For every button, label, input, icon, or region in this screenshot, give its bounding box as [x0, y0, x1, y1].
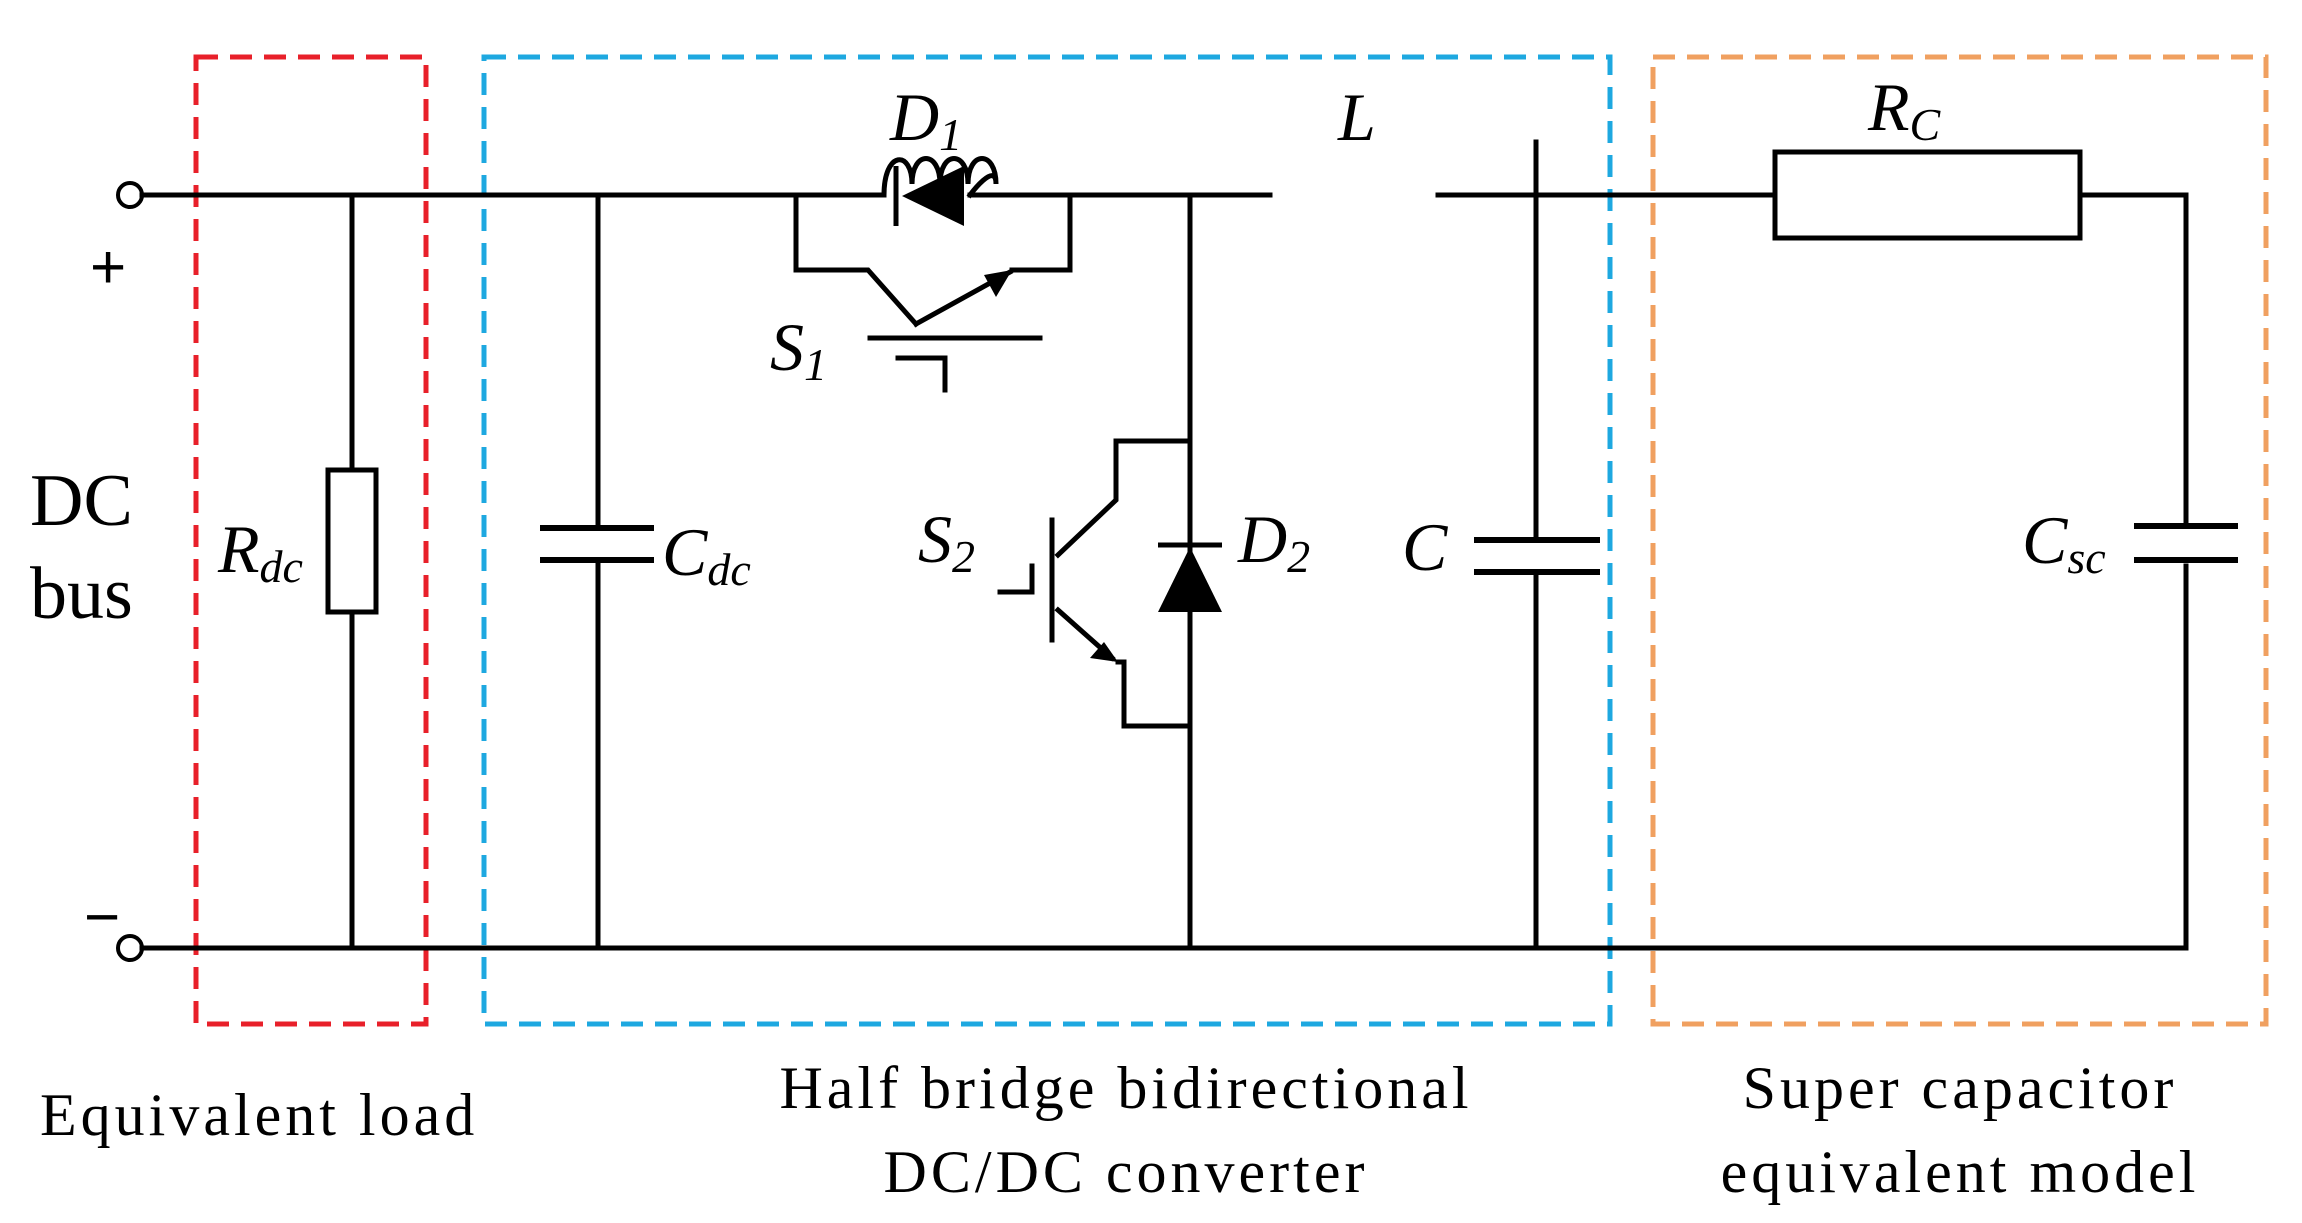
r-dc-label: Rdc [217, 511, 303, 592]
plus-terminal [116, 181, 144, 209]
s1-label: S1 [770, 309, 827, 390]
rc-resistor [1772, 149, 2083, 241]
plus-sign: + [90, 233, 126, 302]
minus-terminal [116, 934, 144, 962]
supercapacitor-caption-line1: Super capacitor [1743, 1055, 2178, 1121]
supercapacitor-box [1650, 54, 2269, 1027]
rc-label: RC [1867, 69, 1942, 150]
c-label: C [1402, 509, 1448, 585]
converter-box [481, 54, 1613, 1027]
dc-bus-label-line2: bus [30, 553, 133, 635]
d2-label: D2 [1237, 501, 1310, 582]
supercapacitor-caption-line2: equivalent model [1721, 1139, 2200, 1205]
s2-label: S2 [918, 501, 975, 582]
converter-caption-line2: DC/DC converter [884, 1139, 1369, 1205]
minus-sign: − [84, 883, 120, 952]
c-dc-capacitor [540, 525, 654, 563]
r-dc-resistor [325, 467, 379, 615]
c-sc-capacitor [2134, 523, 2238, 563]
inductor-l [881, 156, 999, 199]
dc-bus-label-line1: DC [30, 460, 133, 542]
converter-caption-line1: Half bridge bidirectional [779, 1055, 1472, 1121]
d1-label: D1 [889, 79, 962, 160]
s2-igbt [997, 438, 1193, 729]
l-label: L [1337, 79, 1376, 155]
d2-diode [1158, 542, 1222, 612]
c-dc-label: Cdc [662, 514, 751, 595]
d1-diode [893, 166, 964, 226]
c-sc-label: Csc [2022, 502, 2106, 583]
equivalent-load-caption: Equivalent load [40, 1082, 478, 1148]
equivalent-load-box [193, 54, 429, 1027]
c-capacitor [1474, 537, 1600, 575]
s1-igbt [793, 192, 1073, 393]
